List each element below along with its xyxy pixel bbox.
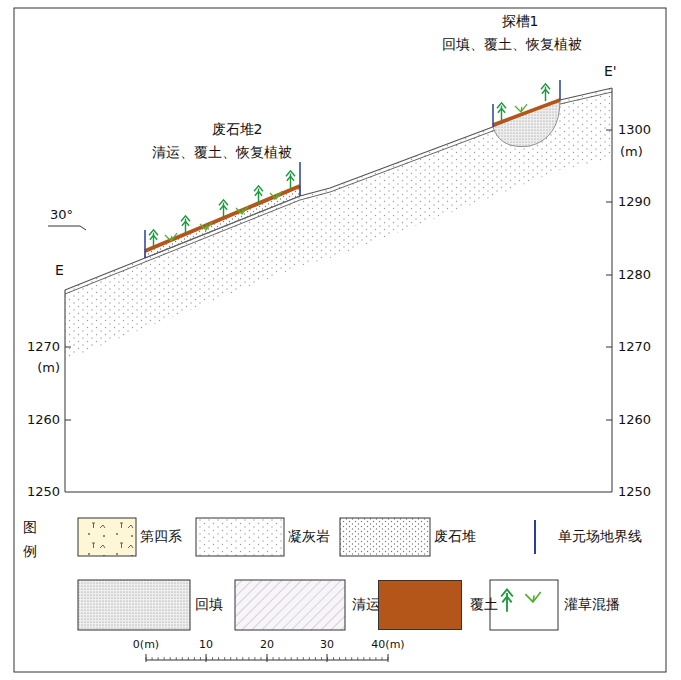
scale-label: 40(m)	[371, 639, 404, 651]
scale-tick	[279, 657, 280, 660]
scale-tick	[351, 657, 352, 660]
elevation: 1280	[618, 268, 651, 282]
trench-title: 探槽1	[502, 14, 539, 29]
scale-tick	[339, 657, 340, 660]
scale-tick	[357, 657, 358, 660]
unit: (m)	[620, 145, 643, 159]
scale-tick	[375, 657, 376, 660]
scale-tick	[254, 657, 255, 660]
scale-tick	[309, 657, 310, 660]
scale-tick	[273, 657, 274, 660]
scale-tick	[200, 657, 201, 660]
legend-text: 回填	[195, 597, 223, 612]
scale-tick	[381, 657, 382, 660]
scale-label: 20	[260, 639, 274, 651]
scale-tick	[236, 657, 237, 660]
scale-tick	[321, 657, 322, 660]
scale-tick	[224, 657, 225, 660]
scale-label: 10	[199, 639, 213, 651]
scale-tick	[194, 657, 195, 660]
scale-tick	[297, 657, 298, 660]
section-end: E'	[604, 64, 617, 79]
legend-title: 例	[23, 544, 37, 559]
scale-tick	[303, 657, 304, 660]
legend-text: 清运	[352, 597, 380, 612]
dip-angle: 30°	[50, 208, 73, 222]
scale-tick	[285, 657, 286, 660]
scale-tick	[267, 657, 268, 660]
legend-swatches	[78, 518, 558, 630]
legend-text: 废石堆	[434, 529, 476, 544]
scale-bar	[146, 654, 388, 662]
scale-tick	[152, 657, 153, 660]
scale-tick	[345, 657, 346, 660]
scale-tick	[333, 657, 334, 660]
scale-tick	[248, 657, 249, 660]
pile-title: 废石堆2	[212, 122, 263, 137]
pile-note: 清运、覆土、恢复植被	[152, 145, 292, 160]
scale-tick	[182, 657, 183, 660]
legend-text: 第四系	[140, 529, 182, 544]
elevation: 1290	[618, 195, 651, 209]
scale-tick	[158, 657, 159, 660]
elevation: 1270	[618, 340, 651, 354]
trench-note: 回填、覆土、恢复植被	[442, 37, 582, 52]
frame	[14, 8, 666, 672]
elevation: 1300	[618, 123, 651, 137]
rock-body	[65, 88, 612, 492]
scale-tick	[363, 657, 364, 660]
scale-tick	[291, 657, 292, 660]
scale-label: 30	[320, 639, 334, 651]
scale-tick	[327, 657, 328, 660]
scale-label: 0(m)	[133, 639, 159, 651]
scale-tick	[170, 657, 171, 660]
dip-mark	[48, 226, 86, 230]
elevation: 1260	[618, 413, 651, 427]
scale-tick	[218, 657, 219, 660]
scale-tick	[315, 657, 316, 660]
scale-tick	[146, 657, 147, 660]
scale-tick	[206, 657, 207, 660]
waste-pile	[145, 162, 300, 258]
scale-tick	[212, 657, 213, 660]
legend-text: 单元场地界线	[558, 529, 642, 544]
elevation: 1260	[27, 413, 60, 427]
elevation: 1250	[27, 485, 60, 499]
unit: (m)	[37, 361, 60, 375]
scale-tick	[176, 657, 177, 660]
scale-tick	[188, 657, 189, 660]
elevation: 1270	[27, 340, 60, 354]
elevation: 1250	[618, 485, 651, 499]
section-end: E	[55, 263, 64, 278]
scale-tick	[260, 657, 261, 660]
trench	[493, 80, 560, 147]
legend-text: 覆土	[470, 597, 498, 612]
scale-tick	[164, 657, 165, 660]
scale-tick	[242, 657, 243, 660]
scale-tick	[230, 657, 231, 660]
scale-tick	[388, 657, 389, 660]
legend-title: 图	[23, 520, 37, 535]
scale-tick	[369, 657, 370, 660]
legend-text: 凝灰岩	[288, 529, 330, 544]
legend-text: 灌草混播	[564, 597, 620, 612]
legend-swatch	[378, 580, 462, 630]
